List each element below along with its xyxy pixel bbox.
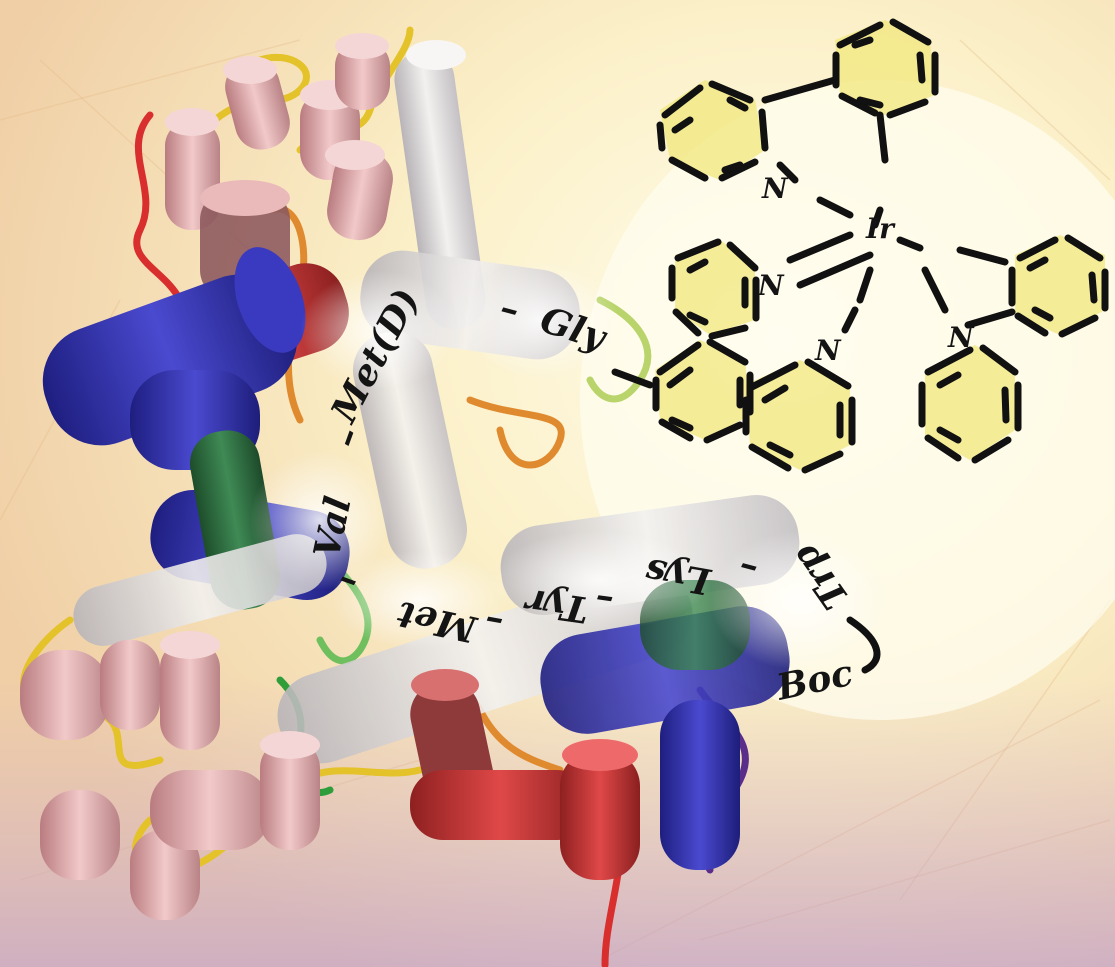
loop-red-top xyxy=(133,111,184,304)
helix-pink xyxy=(327,149,393,241)
helix-cap xyxy=(411,669,479,701)
helix-cap xyxy=(200,180,290,216)
bonds xyxy=(611,18,1109,474)
helix-cap xyxy=(234,247,306,353)
loop-orange-center xyxy=(466,396,565,469)
atom-labels: N Ir N N N xyxy=(757,172,975,367)
helices-pink-bottom xyxy=(20,631,320,920)
atom-n-top: N xyxy=(761,172,789,205)
bond-tyr-lys: – xyxy=(593,579,617,623)
atom-n-center: N xyxy=(814,334,842,367)
helix-cap xyxy=(223,56,277,84)
helix-cap xyxy=(165,108,219,136)
helices-red-bottom xyxy=(410,669,640,880)
iridium-complex: N Ir N N N xyxy=(611,18,1109,474)
helix-pink xyxy=(335,40,390,110)
helix-red xyxy=(410,770,590,840)
residue-tyr: Tyr xyxy=(520,580,591,631)
bond-trp-boc xyxy=(846,616,881,674)
ring-lower-left xyxy=(655,340,750,440)
helix-blue xyxy=(42,274,298,446)
helix-blue xyxy=(660,700,740,870)
protein-structure xyxy=(20,26,890,967)
helix-red xyxy=(560,750,640,880)
helix-cap xyxy=(325,140,385,170)
atom-n-right: N xyxy=(947,321,975,354)
helix-cap xyxy=(562,739,638,771)
atom-n-left: N xyxy=(757,269,785,302)
fog-patches xyxy=(250,260,890,670)
helix-cap xyxy=(335,33,389,59)
atom-ir: Ir xyxy=(865,212,896,245)
